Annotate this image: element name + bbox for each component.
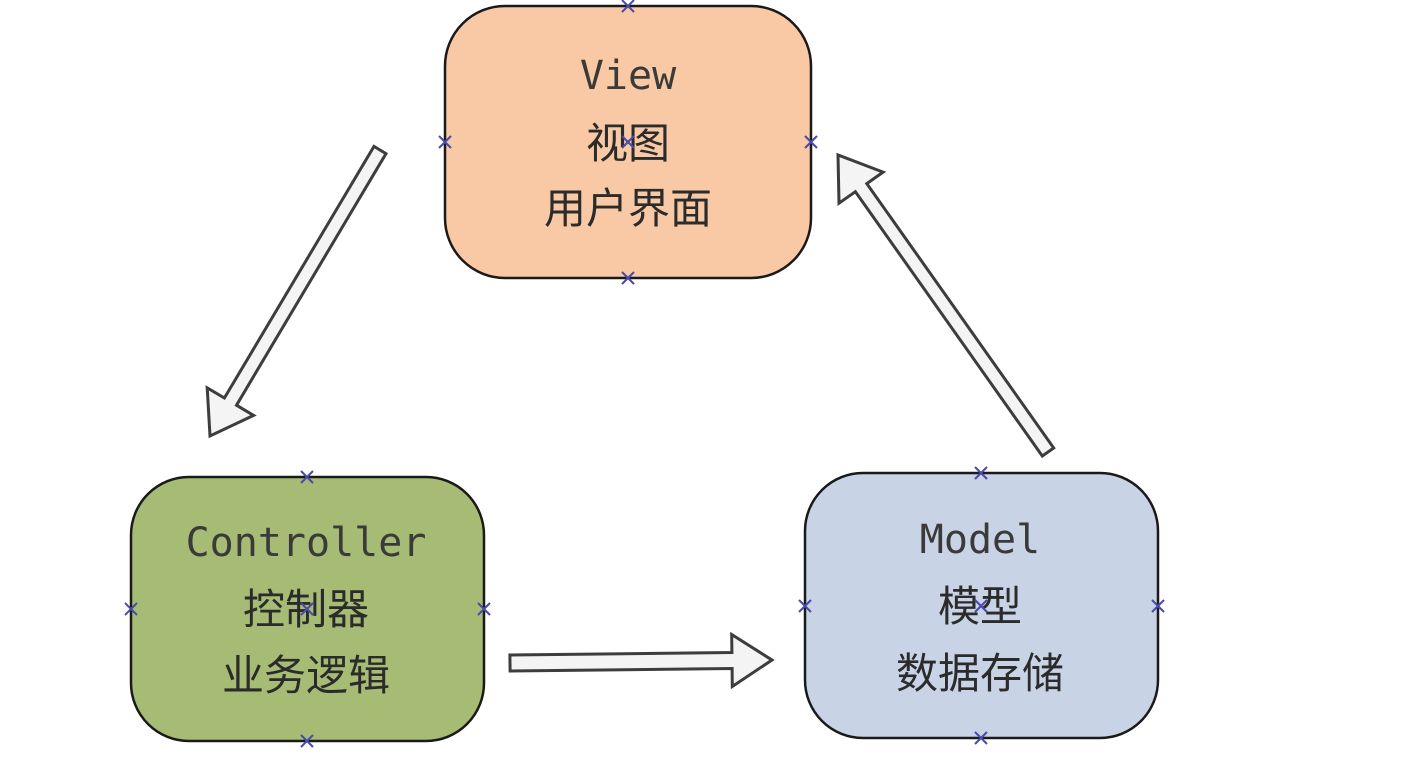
view-subtitle: 视图	[586, 119, 670, 168]
selection-handle-icon[interactable]	[438, 135, 452, 149]
selection-handle-icon[interactable]	[798, 599, 812, 613]
selection-handle-icon[interactable]	[974, 466, 988, 480]
model-title: Model	[920, 517, 1040, 563]
selection-handle-icon[interactable]	[621, 135, 635, 149]
arrows-layer	[205, 144, 1056, 690]
arrow-view-to-controller	[205, 144, 389, 439]
controller-description: 业务逻辑	[222, 651, 390, 700]
selection-handle-icon[interactable]	[974, 599, 988, 613]
selection-handle-icon[interactable]	[124, 602, 138, 616]
selection-handle-icon[interactable]	[621, 271, 635, 285]
model-description: 数据存储	[896, 649, 1064, 698]
controller-title: Controller	[186, 520, 427, 566]
selection-handle-icon[interactable]	[300, 734, 314, 748]
selection-handle-icon[interactable]	[621, 0, 635, 13]
selection-handle-icon[interactable]	[300, 470, 314, 484]
selection-handle-icon[interactable]	[1151, 599, 1165, 613]
selection-handle-icon[interactable]	[300, 602, 314, 616]
arrow-controller-to-model	[508, 631, 775, 690]
selection-handle-icon[interactable]	[804, 135, 818, 149]
handles-layer	[124, 0, 1165, 748]
selection-handle-icon[interactable]	[974, 731, 988, 745]
view-title: View	[580, 53, 677, 99]
selection-handle-icon[interactable]	[477, 602, 491, 616]
arrow-model-to-view	[836, 152, 1056, 459]
view-description: 用户界面	[544, 184, 712, 233]
